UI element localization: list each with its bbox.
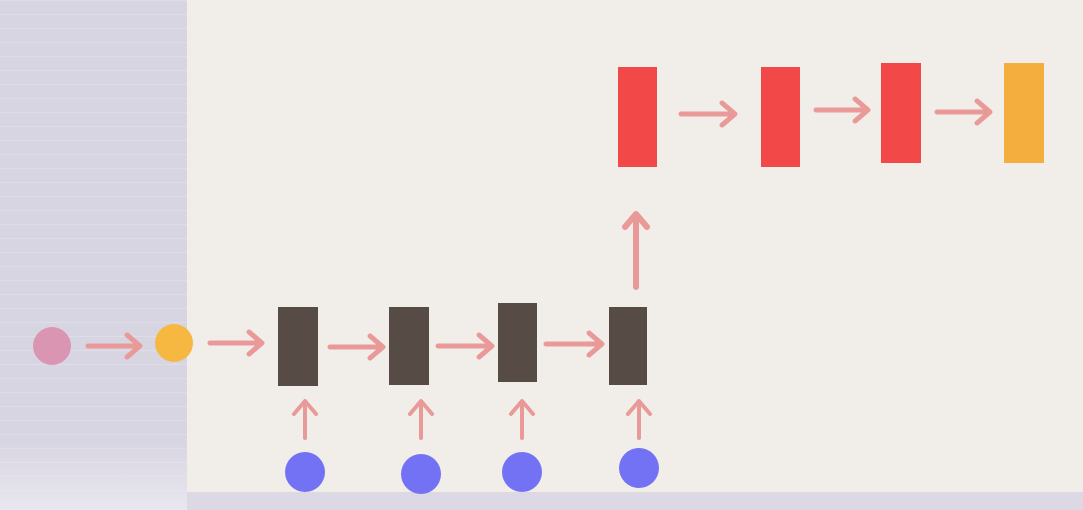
arrow-start-to-encoder-1 [207, 329, 265, 357]
arrow-input-2-up [407, 399, 435, 440]
input-node-3 [502, 452, 542, 492]
arrow-decoder-1-to-2 [678, 100, 738, 128]
encoder-cell-2 [389, 307, 429, 385]
input-node-2 [401, 454, 441, 494]
decoder-cell-2 [761, 67, 800, 167]
encoder-cell-1 [278, 307, 318, 386]
encoder-cell-4 [609, 307, 647, 385]
arrow-decoder-3-to-output [934, 98, 993, 126]
arrow-encoder-3-to-4 [543, 330, 605, 358]
left-panel-fade [0, 440, 187, 510]
arrow-encoder-1-to-2 [327, 333, 386, 361]
arrow-encoder-to-decoder [621, 211, 651, 290]
bottom-strip [187, 492, 1083, 510]
left-panel [0, 0, 187, 510]
arrow-decoder-2-to-3 [813, 96, 871, 124]
arrow-encoder-2-to-3 [435, 332, 495, 360]
input-node-4 [619, 448, 659, 488]
arrow-input-4-up [625, 399, 653, 440]
arrow-input-1-up [291, 399, 319, 440]
decoder-cell-3 [881, 63, 921, 163]
start-node [155, 324, 193, 362]
arrow-input-3-up [508, 399, 536, 440]
arrow-initial-to-start [85, 332, 143, 360]
initial-node [33, 327, 71, 365]
encoder-cell-3 [498, 303, 537, 382]
input-node-1 [285, 452, 325, 492]
decoder-cell-1 [618, 67, 657, 167]
output-cell [1004, 63, 1044, 163]
